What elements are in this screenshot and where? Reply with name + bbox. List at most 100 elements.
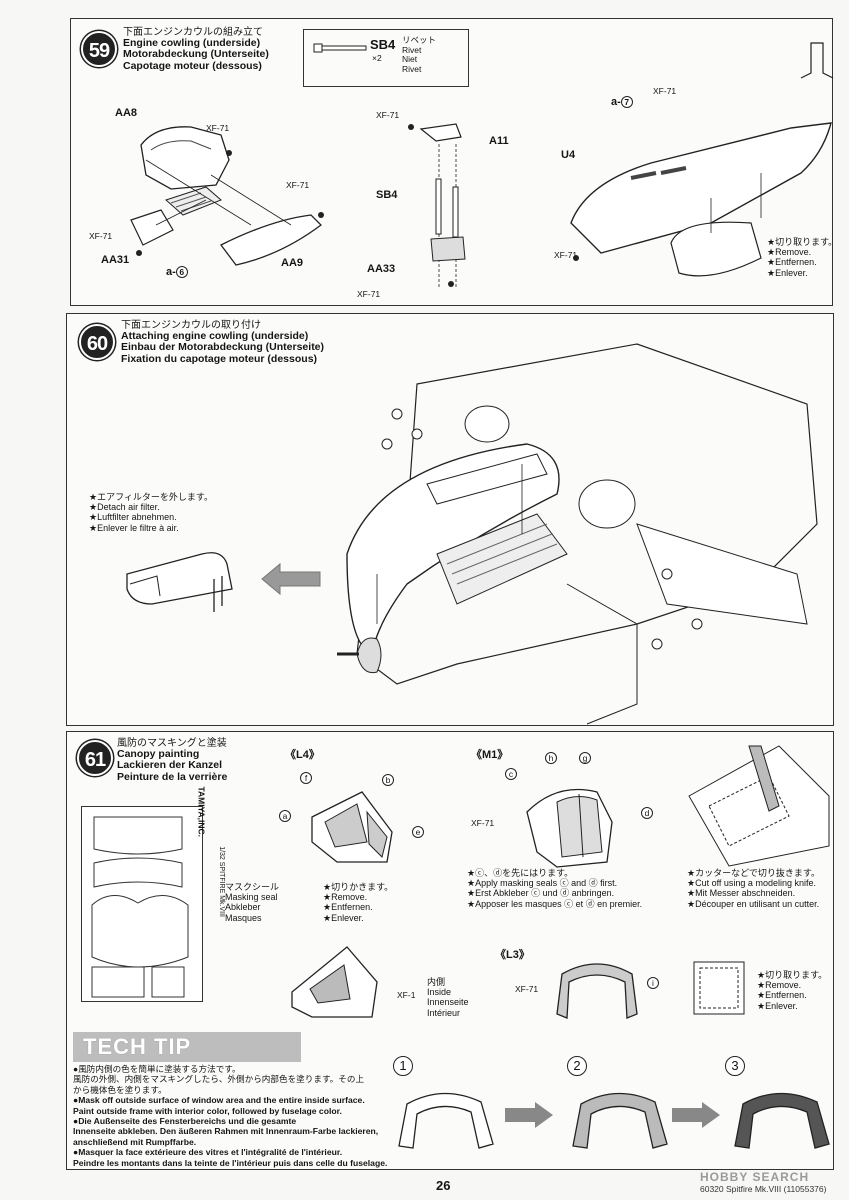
label-xf71-d: XF-71 <box>376 110 400 120</box>
footer-code: 60320 Spitfire Mk.VIII (11055376) <box>700 1184 827 1194</box>
air-filter-en: ★Detach air filter. <box>89 502 160 513</box>
mask-first-fr: ★Apposer les masques ⓒ et ⓓ en premier. <box>467 898 643 909</box>
air-filter-drawing <box>126 552 233 612</box>
tip-step-2: 2 <box>567 1056 587 1076</box>
detach-arrow <box>261 562 321 596</box>
knife-jp: ★カッターなどで切り抜きます。 <box>687 868 820 878</box>
remove-jp: ★切り取ります。 <box>757 970 828 980</box>
mask-en: Masking seal <box>225 892 278 903</box>
cut-de: ★Entfernen. <box>323 902 373 913</box>
label-a11: A11 <box>489 135 509 147</box>
label-a6-num: 6 <box>175 266 188 278</box>
cut-fr: ★Enlever. <box>323 912 364 923</box>
u4-panel-drawing <box>570 42 834 277</box>
label-a7: a-7 <box>611 96 633 108</box>
mask-first-jp: ★ⓒ、ⓓを先にはります。 <box>467 868 574 878</box>
label-xf71-e: XF-71 <box>357 289 381 299</box>
tip-line-7: anschließend mit Rumpffarbe. <box>73 1136 197 1147</box>
knife-fr: ★Découper en utilisant un cutter. <box>687 898 820 909</box>
tip-line-3: ●Mask off outside surface of window area… <box>73 1095 365 1106</box>
l3-xf71-label: XF-71 <box>515 984 539 994</box>
inside-note: 内側 Inside Innenseite Intérieur <box>427 977 469 1018</box>
step-60-title: 下面エンジンカウルの取り付け Attaching engine cowling … <box>121 320 324 365</box>
aircraft-drawing <box>337 343 818 725</box>
tip-line-1: 風防の外側、内側をマスキングしたら、外側から内部色を塗ります。その上 <box>73 1074 365 1085</box>
knife-de: ★Mit Messer abschneiden. <box>687 888 796 899</box>
rivet-qty: ×2 <box>372 53 382 63</box>
tip-line-0: ●風防内側の色を簡単に塗装する方法です。 <box>73 1064 241 1074</box>
l4-letter-a: a <box>279 810 291 822</box>
step-59-panel: 59 下面エンジンカウルの組み立て Engine cowling (unders… <box>70 18 837 306</box>
step-61-panel: 61 風防のマスキングと塗装 Canopy painting Lackieren… <box>66 731 834 1170</box>
l4-canopy-drawing <box>311 791 393 863</box>
l4-letter-e: e <box>412 826 424 838</box>
remove-fr: ★Enlever. <box>767 267 808 278</box>
cowling-assembly-drawing <box>130 126 324 266</box>
rivet-names: リベット Rivet Niet Rivet <box>402 35 436 74</box>
l3-canopy-drawing <box>556 963 638 1019</box>
l4-letter-f: f <box>300 772 312 784</box>
tech-tip-text: ●風防内側の色を簡単に塗装する方法です。 風防の外側、内側をマスキングしたら、外… <box>73 1064 387 1168</box>
title-en: Attaching engine cowling (underside) <box>121 330 309 343</box>
rivet-box: SB4 ×2 リベット Rivet Niet Rivet <box>303 29 469 87</box>
remove-en: ★Remove. <box>767 247 812 258</box>
l4-inside-drawing <box>291 946 378 1018</box>
title-jp: 下面エンジンカウルの組み立て <box>123 27 263 38</box>
watermark: HOBBY SEARCH <box>700 1170 810 1184</box>
tip-line-5: ●Die Außenseite des Fensterbereichs und … <box>73 1116 297 1127</box>
title-fr: Capotage moteur (dessous) <box>123 59 262 72</box>
tip-arrow-1 <box>505 1102 553 1128</box>
step-59-remove-note: ★切り取ります。 ★Remove. ★Entfernen. ★Enlever. <box>767 237 837 278</box>
title-jp: 下面エンジンカウルの取り付け <box>121 320 261 331</box>
title-jp: 風防のマスキングと塗装 <box>117 738 227 749</box>
title-de: Lackieren der Kanzel <box>117 759 223 772</box>
cut-en: ★Remove. <box>323 892 368 903</box>
tip-line-8: ●Masquer la face extérieure des vitres e… <box>73 1147 343 1158</box>
inside-jp: 内側 <box>427 977 446 987</box>
hinge-parts-drawing <box>408 123 466 289</box>
tip-line-6: Innenseite abkleben. Den äußeren Rahmen … <box>73 1126 379 1137</box>
step-59-number: 59 <box>81 31 117 67</box>
cut-jp: ★切りかきます。 <box>323 882 394 892</box>
m1-xf71-label: XF-71 <box>471 818 495 828</box>
step-61-remove-note: ★切り取ります。 ★Remove. ★Entfernen. ★Enlever. <box>757 970 827 1011</box>
knife-cut-drawing <box>688 745 830 867</box>
masking-seal-label: マスクシール Masking seal Abkleber Masques <box>225 882 279 923</box>
air-filter-note: ★エアフィルターを外します。 ★Detach air filter. ★Luft… <box>89 492 213 533</box>
m1-letter-h: h <box>545 752 557 764</box>
l3-letter-i: i <box>647 977 659 989</box>
sheet-brand: TAMIYA,INC. <box>197 786 207 837</box>
label-aa9: AA9 <box>281 257 304 269</box>
mask-fr: Masques <box>225 912 262 923</box>
rivet-icon <box>313 43 367 53</box>
label-xf71-b: XF-71 <box>286 180 310 190</box>
title-de: Motorabdeckung (Unterseite) <box>123 48 269 61</box>
tip-canopy-2 <box>572 1092 668 1149</box>
m1-letter-g: g <box>579 752 591 764</box>
title-en: Engine cowling (underside) <box>123 37 261 50</box>
l4-letter-b: b <box>382 774 394 786</box>
remove-fr: ★Enlever. <box>757 1000 798 1011</box>
label-m1: 《M1》 <box>471 749 509 761</box>
l4-cut-note: ★切りかきます。 ★Remove. ★Entfernen. ★Enlever. <box>323 882 393 923</box>
label-xf71-g: XF-71 <box>554 250 578 260</box>
masking-shapes <box>91 816 189 998</box>
rivet-fr: Rivet <box>402 63 422 74</box>
tip-canopy-1 <box>398 1092 494 1149</box>
xf1-label: XF-1 <box>397 990 416 1000</box>
label-xf71-a: XF-71 <box>206 123 230 133</box>
label-aa8: AA8 <box>115 107 138 119</box>
mask-de: Abkleber <box>225 902 261 913</box>
tip-line-9: Peindre les montants dans la teinte de l… <box>73 1157 388 1168</box>
tip-arrow-2 <box>672 1102 720 1128</box>
label-a6: a-6 <box>166 266 188 278</box>
label-l4: 《L4》 <box>285 749 320 761</box>
label-a7-num: 7 <box>620 96 633 108</box>
remove-de: ★Entfernen. <box>757 990 807 1001</box>
mask-first-en: ★Apply masking seals ⓒ and ⓓ first. <box>467 878 618 889</box>
label-sb4: SB4 <box>376 189 398 201</box>
masking-sheet: TAMIYA,INC. 1/32 SPITFIRE Mk.VIII <box>81 786 225 1002</box>
inside-en: Inside <box>427 987 452 998</box>
remove-de: ★Entfernen. <box>767 257 817 268</box>
mask-jp: マスクシール <box>225 882 280 892</box>
